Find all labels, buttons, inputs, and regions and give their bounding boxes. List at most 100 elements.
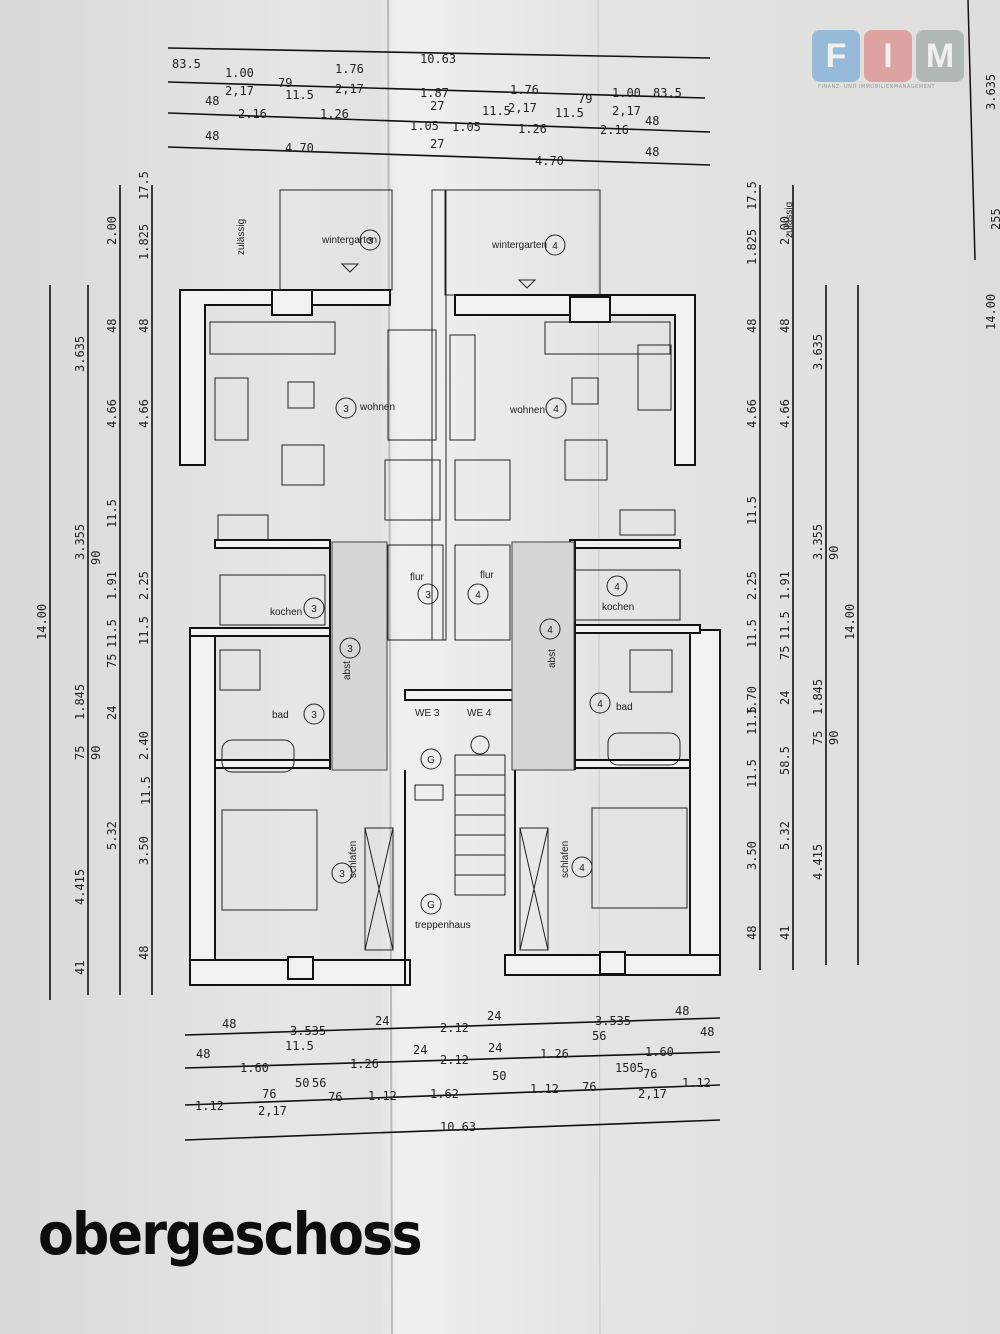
unit-marker-circle — [420, 893, 442, 915]
dimension-bottom-label: 76 — [643, 1067, 657, 1081]
dimension-right-label: 17.5 — [745, 181, 759, 210]
staircase — [454, 735, 506, 896]
room-label-wohnen-4: wohnen — [509, 405, 545, 416]
dimension-bottom-label: 48 — [675, 1004, 689, 1018]
kitchen-counter-3 — [219, 574, 326, 626]
dimension-bottom-label: 1.62 — [430, 1087, 459, 1101]
dimension-left-label: 1.825 — [137, 224, 151, 260]
dimension-right-label: 3.635 — [811, 334, 825, 370]
shower-4 — [629, 649, 673, 693]
unit-marker-circle — [467, 583, 489, 605]
dimension-right-label: 3.635 — [984, 74, 998, 110]
dimension-bottom-label: 24 — [488, 1041, 502, 1055]
room-label-wintergarten-4: wintergarten — [491, 240, 547, 251]
dimension-bottom-label: 56 — [312, 1076, 326, 1090]
dimension-top-label: 83.5 — [172, 57, 201, 71]
unit-marker: 4 — [597, 699, 603, 710]
dimension-right-label: 11.5 — [745, 619, 759, 648]
dimension-top-label: 2,17 — [225, 84, 254, 98]
dimension-right-label: 4.66 — [745, 399, 759, 428]
logo-letter-f: F — [812, 30, 860, 82]
arrow-marker — [340, 263, 360, 273]
dimension-right-label: 11.5 — [745, 759, 759, 788]
dimension-top-label: 11.5 — [482, 104, 511, 118]
dimension-right-label: 3.50 — [745, 841, 759, 870]
dimension-top-label: 1.26 — [518, 122, 547, 136]
dimension-top-label: 1.00 — [225, 66, 254, 80]
dining-table-3 — [384, 459, 441, 521]
dimension-top-label: 2,17 — [508, 101, 537, 115]
dimension-top-label: 10.63 — [420, 52, 456, 66]
dimension-top-label: 48 — [205, 94, 219, 108]
dimension-right-label: 11.5 — [745, 496, 759, 525]
dimension-bottom-label: 56 — [592, 1029, 606, 1043]
logo-letter-m: M — [916, 30, 964, 82]
room-label-treppenhaus: treppenhaus — [415, 920, 471, 931]
dimension-bottom-label: 50 — [295, 1076, 309, 1090]
brick-core-left — [331, 541, 388, 771]
dimension-right-label: 4.66 — [778, 399, 792, 428]
dimension-top-label: 1.00 — [612, 86, 641, 100]
dimension-right-label: 3.355 — [811, 524, 825, 560]
dimension-left-label: 41 — [73, 961, 87, 975]
dimension-bottom-label: 1.60 — [240, 1061, 269, 1075]
dimension-left-label: 11.5 — [105, 619, 119, 648]
dimension-left-label: 2.40 — [137, 731, 151, 760]
room-label-kochen-3: kochen — [270, 607, 302, 618]
dimension-left-label: 4.415 — [73, 869, 87, 905]
bed-3 — [221, 809, 318, 911]
dimension-left-label: 3.635 — [73, 336, 87, 372]
dimension-left-label: 5.32 — [105, 821, 119, 850]
dimension-bottom-label: 2.12 — [440, 1053, 469, 1067]
dimension-bottom-label: 3.535 — [595, 1014, 631, 1028]
fim-logo: F I M — [812, 30, 964, 82]
dining-table-4 — [454, 459, 511, 521]
dimension-left-label: 2.25 — [137, 571, 151, 600]
dimension-top-label: 83.5 — [653, 86, 682, 100]
dimension-right-label: 90 — [827, 731, 841, 745]
dimension-right-label: 11.5 — [745, 706, 759, 735]
dimension-top-label: 1.87 — [420, 86, 449, 100]
room-label-zulaessig: zulässig — [784, 202, 795, 238]
unit-marker: 3 — [311, 604, 317, 615]
dimension-right-label: 14.00 — [843, 604, 857, 640]
dimension-right-label: 75 — [811, 731, 825, 745]
unit-marker-circle — [339, 637, 361, 659]
unit-marker-circle — [359, 229, 381, 251]
dimension-left-label: 1.91 — [105, 571, 119, 600]
dimension-top-label: 2,17 — [612, 104, 641, 118]
dimension-right-label: 48 — [778, 319, 792, 333]
room-label-zulaessig: zulässig — [236, 219, 247, 255]
room-label-schlafen-4: schlafen — [560, 841, 571, 878]
dimension-bottom-label: 48 — [700, 1025, 714, 1039]
edge-line — [967, 0, 976, 261]
unit-marker-circle — [606, 575, 628, 597]
dimension-top-label: 48 — [645, 145, 659, 159]
dimension-top-label: 11.5 — [285, 88, 314, 102]
dimension-right-label: 24 — [778, 691, 792, 705]
dimension-bottom-label: 1.12 — [368, 1089, 397, 1103]
unit-marker-circle — [303, 597, 325, 619]
dimension-bottom-label: 11.5 — [285, 1039, 314, 1053]
dimension-top-label: 27 — [430, 99, 444, 113]
paper-fold — [387, 0, 393, 1334]
dimension-top-label: 11.5 — [555, 106, 584, 120]
unit-marker: 3 — [343, 404, 349, 415]
dimension-bottom-label: 76 — [328, 1090, 342, 1104]
dimension-bottom-label: 10.63 — [440, 1120, 476, 1134]
dimension-top-label: 79 — [578, 92, 592, 106]
dimension-left-label: 2.00 — [105, 216, 119, 245]
unit-marker-circle — [335, 397, 357, 419]
unit-marker: 3 — [367, 236, 373, 247]
room-label-bad-3: bad — [272, 710, 289, 721]
unit-marker: 4 — [614, 582, 620, 593]
wardrobe-3 — [364, 827, 394, 951]
dimension-right-label: 1.845 — [811, 679, 825, 715]
dimension-right-label: 2.00 — [778, 216, 792, 245]
dimension-left-label: 48 — [137, 319, 151, 333]
dimension-top-label: 79 — [278, 76, 292, 90]
dimension-bottom-label: 24 — [487, 1009, 501, 1023]
logo-tagline: FINANZ- UND IMMOBILIENMANAGEMENT — [818, 84, 936, 90]
bed-4 — [591, 807, 688, 909]
